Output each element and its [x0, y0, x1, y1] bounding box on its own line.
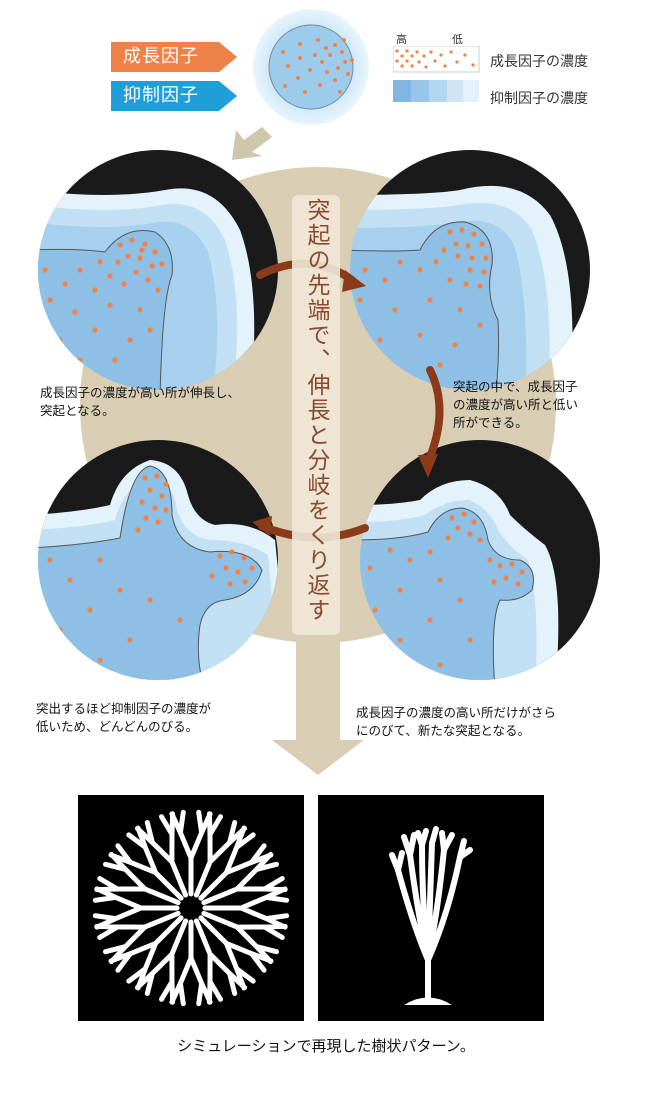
bottom-caption: シミュレーションで再現した樹状パターン。	[177, 1037, 475, 1055]
background-diagram	[38, 9, 600, 775]
stage2-circle	[350, 150, 590, 390]
arrow-2-to-3	[424, 366, 444, 466]
diagonal-arrow-icon	[232, 127, 272, 160]
caption-step2: 突起の中で、成長因子 の濃度が高い所と低い 所ができる。	[453, 379, 579, 430]
arrowheads	[252, 270, 438, 536]
caption-step4: 突出するほど抑制因子の濃度が 低いため、どんどんのびる。	[36, 701, 212, 734]
stage3-circle	[360, 440, 600, 680]
down-arrow-icon	[272, 640, 364, 775]
caption-step3: 成長因子の濃度の高い所だけがさら にのびて、新たな突起となる。	[356, 705, 557, 738]
fan-dendrite-icon	[389, 826, 473, 1003]
caption-step1: 成長因子の濃度が高い所が伸長し、 突起となる。	[40, 385, 241, 418]
inhibitor-concentration-label: 抑制因子の濃度	[490, 91, 588, 107]
simulation-fan-pattern	[318, 795, 544, 1021]
center-vertical-text: 突起の先端で、伸長と分岐をくり返す	[303, 198, 329, 623]
legend-swatches	[393, 46, 480, 102]
inhibitor-factor-tag: 抑制因子	[111, 81, 237, 111]
simulation-radial-pattern	[78, 795, 304, 1021]
radial-branches	[92, 809, 290, 1007]
text-ribbon	[292, 195, 340, 635]
stage4-circle	[38, 440, 278, 680]
radial-dendrite-icon	[92, 809, 290, 1007]
legend-low-label: 低	[452, 33, 463, 46]
inhibitor-concentration-swatch	[393, 80, 411, 102]
cell-icon	[253, 9, 369, 125]
growth-concentration-label: 成長因子の濃度	[490, 54, 588, 70]
growth-factor-tag: 成長因子	[111, 42, 237, 72]
legend-high-label: 高	[396, 33, 407, 46]
